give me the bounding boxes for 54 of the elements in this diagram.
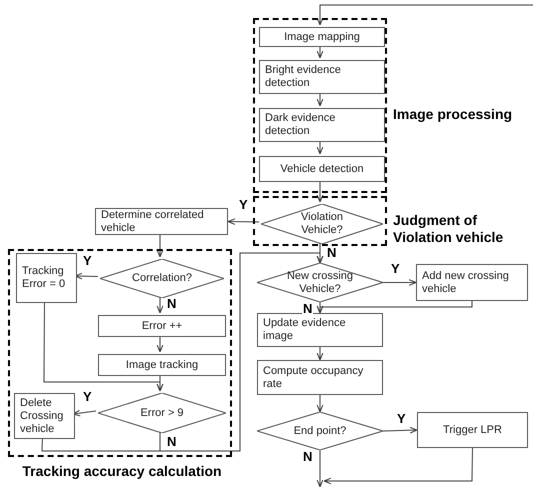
process-box: Image tracking <box>98 354 226 376</box>
group-heading: Image processing <box>393 106 514 123</box>
edge-label: Y <box>396 412 407 426</box>
arrow <box>382 279 417 286</box>
process-box: Bright evidence detection <box>259 60 385 94</box>
process-box: Compute occupancy rate <box>257 360 383 395</box>
arrow <box>41 252 324 452</box>
arrow <box>156 296 164 314</box>
arrow <box>156 234 164 258</box>
arrow <box>156 334 164 353</box>
arrow <box>316 450 324 488</box>
arrow <box>316 180 324 203</box>
edge-label: Y <box>82 254 93 268</box>
arrow <box>316 4 533 26</box>
decision-diamond <box>257 412 383 450</box>
process-box: Image mapping <box>259 27 385 47</box>
arrow <box>316 140 324 155</box>
arrow <box>316 92 324 107</box>
process-box: Error ++ <box>98 315 226 337</box>
process-box: Delete Crossing vehicle <box>14 393 75 439</box>
edge-label: N <box>326 246 338 260</box>
arrow <box>316 394 324 413</box>
process-box: Dark evidence detection <box>259 108 385 142</box>
arrow <box>316 300 472 314</box>
decision-text: Error > 9 <box>139 406 185 420</box>
process-box: Determine correlated vehicle <box>95 208 228 235</box>
group-heading: Judgment of Violation vehicle <box>393 212 504 246</box>
decision-diamond <box>98 393 226 433</box>
process-box: Tracking Error = 0 <box>16 253 77 303</box>
arrow <box>227 218 260 225</box>
process-box: Vehicle detection <box>259 156 385 182</box>
arrow <box>316 346 324 361</box>
arrow <box>382 426 418 434</box>
edge-label: Y <box>238 198 249 212</box>
arrow <box>44 300 164 392</box>
edge-label: N <box>302 450 314 464</box>
edge-label: N <box>166 297 178 311</box>
decision-diamond <box>100 259 224 298</box>
decision-text: Violation Vehicle? <box>300 211 344 237</box>
decision-text: New crossing Vehicle? <box>286 270 354 296</box>
arrow <box>316 44 324 59</box>
edge-label: Y <box>82 390 93 404</box>
decision-text: Correlation? <box>131 272 193 285</box>
process-box: Add new crossing vehicle <box>416 264 528 301</box>
decision-diamond <box>261 204 383 244</box>
process-box: Trigger LPR <box>417 412 528 448</box>
edge-label: N <box>302 302 314 316</box>
arrow <box>323 448 473 484</box>
decision-diamond <box>257 263 383 302</box>
process-box: Update evidence image <box>257 313 383 347</box>
edge-label: N <box>166 435 178 449</box>
decision-text: End point? <box>292 424 348 438</box>
group-heading: Tracking accuracy calculation <box>21 463 223 480</box>
edge-label: Y <box>390 262 401 276</box>
